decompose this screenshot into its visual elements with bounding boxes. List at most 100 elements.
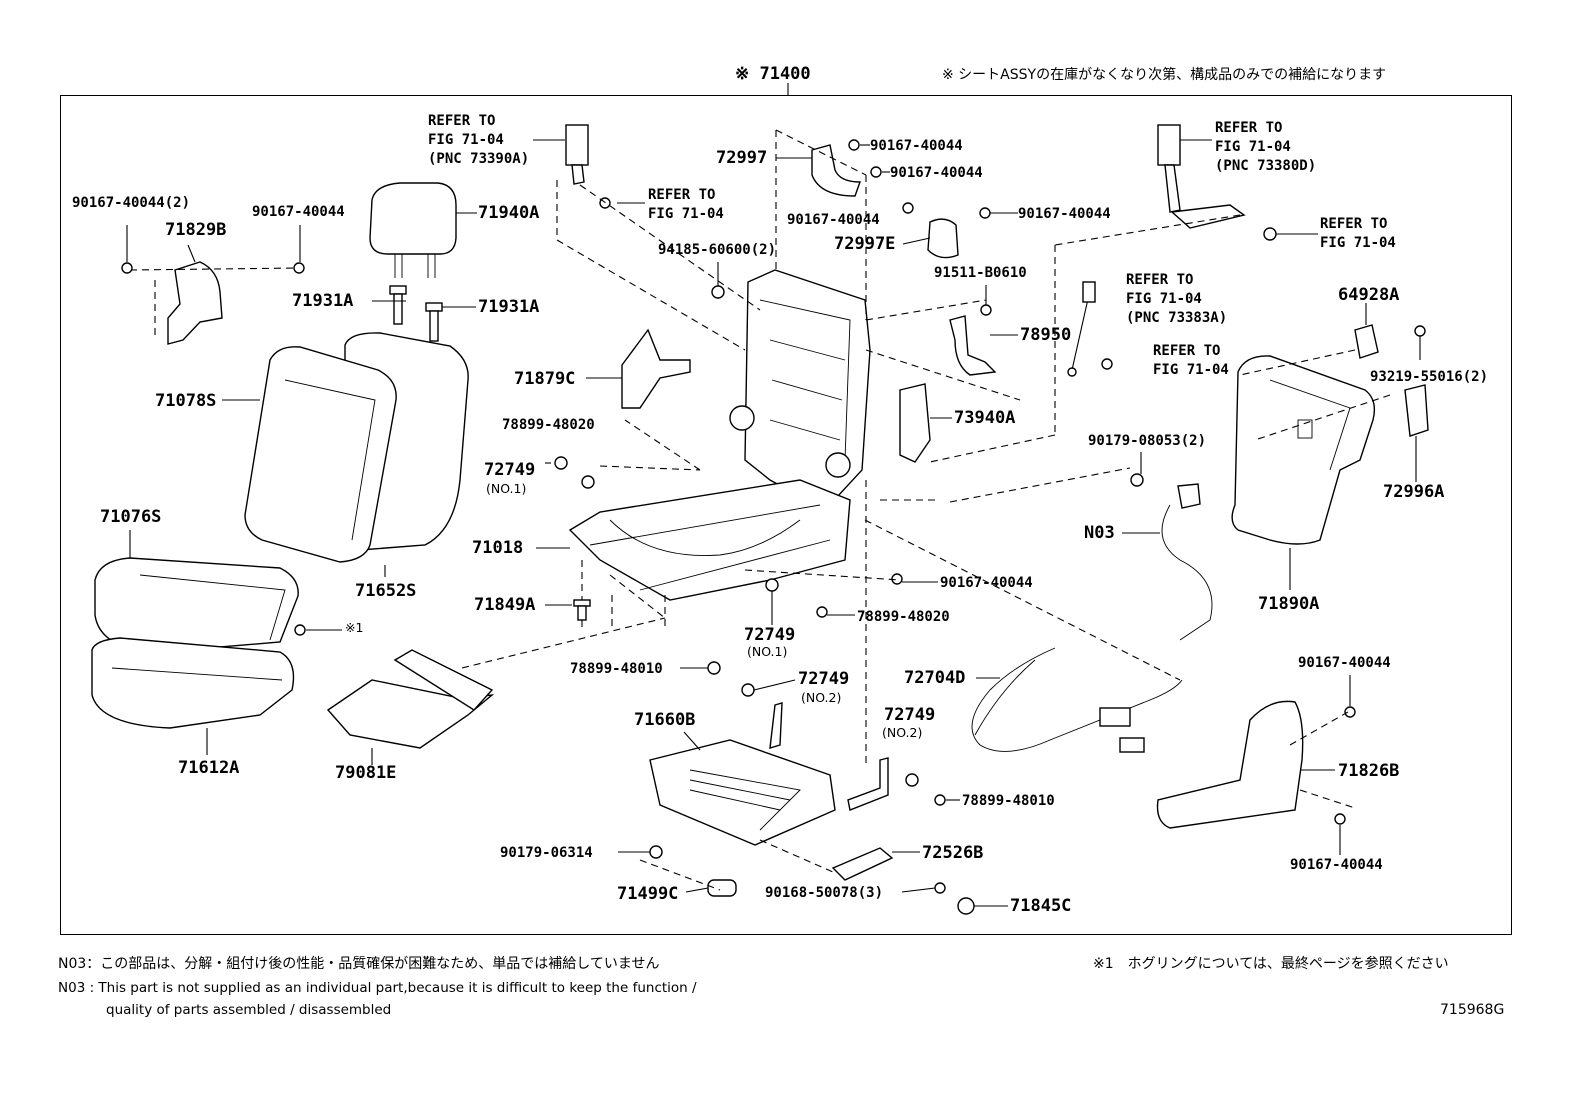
part-label-64928a: 64928A: [1338, 285, 1400, 305]
part-label-90167-40044-d: 90167-40044: [787, 212, 880, 228]
part-label-90167-40044-c: 90167-40044: [890, 165, 983, 181]
refer-label-c-line2: FIG 71-04: [1153, 362, 1229, 378]
part-label-94185-60600: 94185-60600(2): [658, 242, 777, 258]
lower-frame-71660b-drawing: [649, 702, 889, 846]
part-label-71879c: 71879C: [514, 369, 576, 389]
part-label-72749-a: 72749: [484, 460, 536, 480]
part-label-90167-40044-g: 90167-40044: [1298, 655, 1391, 671]
part-label-72749-d: 72749: [884, 705, 936, 725]
part-label-90167-40044-a: 90167-40044: [252, 204, 345, 220]
refer-label-73390a-line1: REFER TO: [428, 113, 496, 129]
n03-note-japanese: N03：この部品は、分解・組付け後の性能・品質確保が困難なため、単品では補給して…: [58, 956, 660, 972]
part-label-72749-c: 72749: [798, 669, 850, 689]
part-label-71940a: 71940A: [478, 203, 540, 223]
part-label-78950: 78950: [1020, 325, 1072, 345]
assy-supply-note: ※ シートASSYの在庫がなくなり次第、構成品のみでの補給になります: [942, 67, 1387, 83]
part-label-71018: 71018: [472, 538, 524, 558]
part-label-71845c: 71845C: [1010, 896, 1072, 916]
part-label-72997e: 72997E: [834, 234, 896, 254]
refer-label-73383a-line3: (PNC 73383A): [1126, 310, 1228, 326]
refer-label-c-line1: REFER TO: [1153, 343, 1221, 359]
part-label-71829b: 71829B: [165, 220, 227, 240]
part-label-71652s: 71652S: [355, 581, 417, 601]
part-label-90167-40044-x2: 90167-40044(2): [72, 195, 191, 211]
part-label-71660b: 71660B: [634, 710, 696, 730]
n03-note-english-line1: N03 : This part is not supplied as an in…: [58, 980, 697, 996]
part-label-72997: 72997: [716, 148, 768, 168]
part-label-71826b: 71826B: [1338, 761, 1400, 781]
part-label-72749-a-no1: (NO.1): [486, 481, 527, 496]
side-cover-71826b-drawing: [1156, 700, 1335, 829]
assembly-dashed-lines: [556, 129, 1391, 891]
main-part-number: ※ 71400: [735, 64, 811, 84]
part-label-73940a: 73940A: [954, 408, 1016, 428]
refer-label-73380d-line1: REFER TO: [1215, 120, 1283, 136]
seat-cushion-drawing: [91, 530, 342, 755]
part-label-72749-d-no2: (NO.2): [882, 725, 923, 740]
part-label-72749-c-no2: (NO.2): [801, 690, 842, 705]
part-label-71078s: 71078S: [155, 391, 217, 411]
refer-label-73390a-line3: (PNC 73390A): [428, 151, 530, 167]
refer-label-73390a-line2: FIG 71-04: [428, 132, 504, 148]
n03-note-english-line2: quality of parts assembled / disassemble…: [106, 1002, 392, 1018]
cover-71829b-drawing: [121, 225, 305, 345]
part-label-93219-55016: 93219-55016(2): [1370, 369, 1489, 385]
part-label-91511-b0610: 91511-B0610: [934, 265, 1027, 281]
cover-73940a-drawing: [899, 383, 952, 463]
cable-72704d-drawing: [971, 647, 1183, 753]
bracket-71879c-drawing: [586, 328, 691, 409]
diagram-frame: [60, 95, 1512, 935]
figure-id: 715968G: [1440, 1002, 1505, 1018]
part-label-71499c: 71499C: [617, 884, 679, 904]
part-label-71890a: 71890A: [1258, 594, 1320, 614]
headrest-support-drawing: [372, 285, 476, 342]
part-label-78899-48020-b: 78899-48020: [857, 609, 950, 625]
part-label-90179-06314: 90179-06314: [500, 845, 593, 861]
rod-drawing: [1067, 281, 1096, 377]
part-label-71076s: 71076S: [100, 507, 162, 527]
part-label-71849a: 71849A: [474, 595, 536, 615]
refer-label-b-line2: FIG 71-04: [1320, 235, 1396, 251]
refer-label-73383a-line2: FIG 71-04: [1126, 291, 1202, 307]
part-label-71931a-left: 71931A: [292, 291, 354, 311]
part-label-72996a: 72996A: [1383, 482, 1445, 502]
part-label-78899-48010-a: 78899-48010: [570, 661, 663, 677]
bracket-72997-drawing: [811, 144, 959, 259]
pad-79081e-drawing: [326, 617, 666, 765]
fastener-drawings: [554, 139, 1426, 894]
part-label-72704d: 72704D: [904, 668, 966, 688]
belt-buckle-drawings: [565, 124, 1246, 229]
part-label-78899-48020-a: 78899-48020: [502, 417, 595, 433]
part-label-90168-50078: 90168-50078(3): [765, 885, 884, 901]
part-label-71931a-right: 71931A: [478, 297, 540, 317]
refer-label-73380d-line3: (PNC 73380D): [1215, 158, 1317, 174]
seat-frame-71018-drawing: [536, 269, 871, 630]
pin-71849a-drawing: [545, 599, 591, 621]
part-label-90167-40044-e: 90167-40044: [1018, 206, 1111, 222]
refer-label-a-line2: FIG 71-04: [648, 206, 724, 222]
part-label-79081e: 79081E: [335, 763, 397, 783]
part-label-78899-48010-b: 78899-48010: [962, 793, 1055, 809]
part-label-72749-b-no1: (NO.1): [747, 644, 788, 659]
headrest-drawing: [369, 182, 477, 278]
clip-64928a-drawing: [1354, 303, 1429, 482]
part-label-n03: N03: [1084, 523, 1115, 543]
seatback-board-71890a-drawing: [1231, 355, 1376, 590]
part-label-72749-b: 72749: [744, 625, 796, 645]
refer-label-73380d-line2: FIG 71-04: [1215, 139, 1291, 155]
part-label-90167-40044-h: 90167-40044: [1290, 857, 1383, 873]
cable-78950-drawing: [949, 315, 1018, 376]
small-parts-drawing: [685, 847, 1008, 915]
part-label-71612a: 71612A: [178, 758, 240, 778]
hog-ring-reference-mark: ※1: [345, 620, 364, 635]
refer-label-a-line1: REFER TO: [648, 187, 716, 203]
seatback-drawing: [222, 332, 469, 577]
cable-n03-drawing: [1122, 483, 1213, 641]
part-label-90179-08053: 90179-08053(2): [1088, 433, 1207, 449]
hog-ring-note-japanese: ※1 ホグリングについては、最終ページを参照ください: [1093, 956, 1449, 972]
part-label-90167-40044-b: 90167-40044: [870, 138, 963, 154]
refer-label-73383a-line1: REFER TO: [1126, 272, 1194, 288]
refer-label-b-line1: REFER TO: [1320, 216, 1388, 232]
leader-lines: [533, 139, 1421, 893]
